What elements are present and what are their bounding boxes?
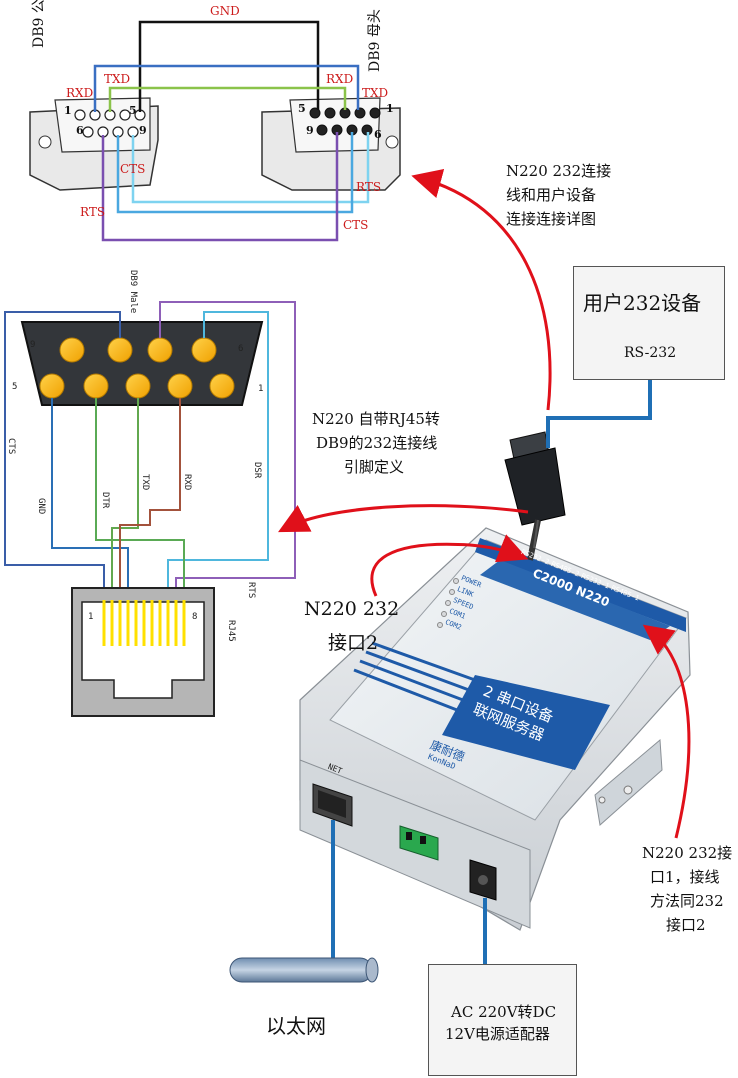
rj45-pin-1: 1 (88, 612, 94, 622)
annot-top-line1: N220 232连接 (506, 162, 612, 180)
mid-pin-5: 5 (12, 382, 18, 392)
mid-cts-label: CTS (6, 438, 16, 455)
mid-rxd-label: RXD (182, 474, 192, 491)
dc-jack (469, 859, 497, 901)
mid-wires (4, 301, 296, 600)
female-rxd-label: RXD (326, 72, 354, 86)
net-port (312, 783, 353, 827)
db9-male-title: DB9 公头 (31, 0, 47, 48)
annot-port2-line2: 接口2 (328, 632, 379, 654)
annot-top-line3: 连接连接详图 (506, 210, 597, 228)
female-pin-9: 9 (306, 124, 314, 137)
top-wires (93, 20, 370, 242)
mid-dtr-label: DTR (100, 492, 110, 509)
led-dots (437, 578, 459, 628)
annot-port1-line3: 方法同232 (650, 892, 724, 910)
annot-port2-line1: N220 232 (304, 598, 400, 620)
male-pin-5: 5 (129, 104, 137, 117)
male-pin-6: 6 (76, 124, 84, 137)
ethernet-label: 以太网 (266, 1014, 326, 1038)
power-line2: 12V电源适配器 (445, 1025, 550, 1043)
blue-cables (331, 380, 652, 966)
annot-mid-line1: N220 自带RJ45转 (312, 410, 440, 428)
annot-top-line2: 线和用户设备 (506, 186, 597, 204)
db9-male-mid-title: DB9 Male (128, 270, 138, 314)
mid-pin-6: 6 (238, 344, 244, 354)
user-device-title: 用户232设备 (583, 291, 702, 315)
mid-txd-label: TXD (140, 474, 150, 491)
mid-gnd-label: GND (36, 498, 46, 515)
female-pin-6: 6 (374, 128, 382, 141)
mid-pin-9: 9 (30, 340, 36, 350)
rj45-label: RJ45 (226, 620, 236, 642)
mid-pin-1: 1 (258, 384, 264, 394)
user-device-sub: RS-232 (624, 345, 677, 361)
power-line1: AC 220V转DC (451, 1003, 557, 1021)
db9-female-connector (261, 97, 401, 191)
mid-rts-label: RTS (246, 582, 256, 599)
power-adapter-box: AC 220V转DC 12V电源适配器 (428, 964, 577, 1076)
female-pin-5: 5 (298, 102, 306, 115)
female-pin-1: 1 (386, 102, 394, 115)
db9-cable-plug (504, 431, 566, 561)
power-terminal (399, 825, 439, 861)
male-pin-9: 9 (139, 124, 147, 137)
gnd-label: GND (210, 4, 240, 18)
female-cts-label: CTS (343, 218, 369, 232)
db9-male-mid (20, 321, 264, 406)
annot-port1-line2: 口1，接线 (650, 868, 720, 886)
annot-mid-line3: 引脚定义 (344, 458, 405, 476)
mid-dsr-label: DSR (252, 462, 262, 479)
male-cts-label: CTS (120, 162, 146, 176)
male-rxd-label: RXD (66, 86, 94, 100)
user-device-box: 用户232设备 RS-232 (573, 266, 725, 380)
rj45-jack (71, 587, 215, 717)
annot-mid-line2: DB9的232连接线 (316, 434, 438, 452)
female-txd-label: TXD (362, 86, 389, 100)
ethernet-tube (229, 957, 379, 983)
rj45-pin-8: 8 (192, 612, 198, 622)
annot-port1-line1: N220 232接 (642, 844, 733, 862)
annot-port1-line4: 接口2 (666, 916, 706, 934)
male-txd-label: TXD (104, 72, 131, 86)
db9-female-title: DB9 母头 (367, 9, 383, 72)
red-arrows (278, 169, 691, 839)
male-rts-label: RTS (80, 205, 106, 219)
male-pin-1: 1 (64, 104, 72, 117)
female-rts-label: RTS (356, 180, 382, 194)
